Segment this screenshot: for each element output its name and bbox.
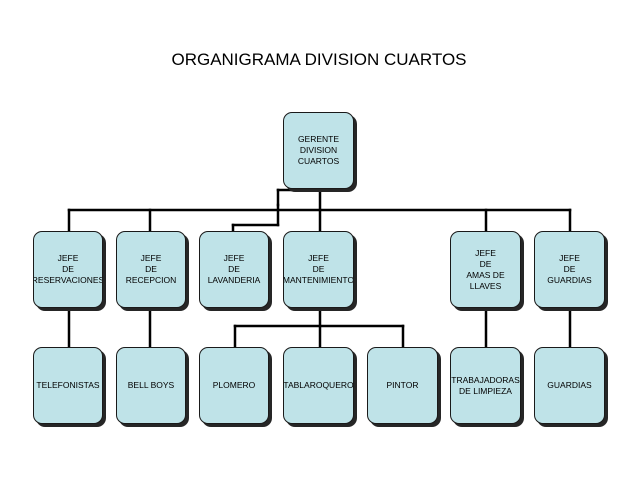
node-guardias: GUARDIAS [534, 347, 605, 424]
chart-title: ORGANIGRAMA DIVISION CUARTOS [171, 50, 467, 69]
node-pintor: PINTOR [367, 347, 438, 424]
node-tablaroquero: TABLAROQUERO [283, 347, 354, 424]
node-jefe-mantenimiento: JEFE DE MANTENIMIENTO [283, 231, 354, 308]
node-jefe-lavanderia: JEFE DE LAVANDERIA [199, 231, 269, 308]
node-gerente-division-cuartos: GERENTE DIVISION CUARTOS [283, 112, 354, 189]
node-trabajadoras-de-limpieza: TRABAJADORAS DE LIMPIEZA [450, 347, 521, 424]
node-jefe-amas-de-llaves: JEFE DE AMAS DE LLAVES [450, 231, 521, 308]
node-telefonistas: TELEFONISTAS [33, 347, 103, 424]
node-jefe-reservaciones: JEFE DE RESERVACIONES [33, 231, 103, 308]
node-bell-boys: BELL BOYS [116, 347, 186, 424]
node-jefe-recepcion: JEFE DE RECEPCION [116, 231, 186, 308]
node-jefe-guardias: JEFE DE GUARDIAS [534, 231, 605, 308]
node-plomero: PLOMERO [199, 347, 269, 424]
